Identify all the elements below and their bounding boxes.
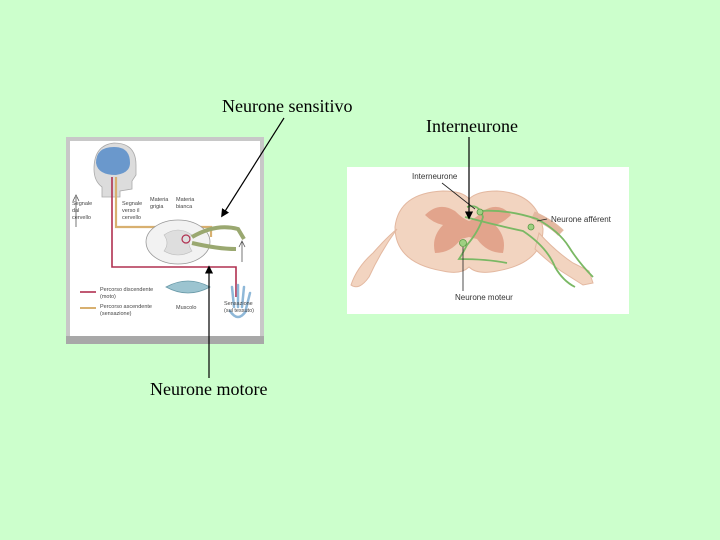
label-motor-neuron-fr: Neurone moteur [455, 293, 513, 302]
reflex-arc-figure: Segnale dal cervello Segnale verso il ce… [66, 137, 264, 344]
label-muscle: Muscolo [176, 305, 197, 311]
muscle-shape [165, 280, 211, 294]
spinal-cord-svg [347, 167, 629, 314]
label-interneurone: Interneurone [412, 172, 458, 181]
legend-ascending: Percorso ascendente (sensazione) [100, 304, 152, 317]
afferent-neuron-path [478, 209, 594, 278]
label-white-matter: Materia bianca [176, 197, 195, 210]
interneuron-cell [476, 208, 484, 216]
reflex-arc-svg [66, 137, 264, 344]
label-sensation: Sensazione (sul tessuto) [224, 301, 254, 314]
label-afferent-neuron: Neurone afférent [551, 215, 611, 224]
callout-interneuron: Interneurone [426, 116, 518, 136]
arrow-sensory-neuron [221, 117, 285, 218]
callout-motor-neuron: Neurone motore [150, 379, 268, 399]
callout-sensory-neuron: Neurone sensitivo [222, 96, 353, 116]
motor-neuron-cell [459, 239, 467, 247]
label-brain-signal: Segnale dal cervello [72, 201, 93, 221]
legend-descending: Percorso discendente (moto) [100, 287, 154, 300]
label-signal-to-brain: Segnale verso il cervello [122, 201, 143, 221]
spinal-cord-figure: Interneurone Neurone afférent Neurone mo… [347, 167, 629, 314]
label-grey-matter: Materia grigia [150, 197, 169, 210]
brain-shape [96, 147, 130, 175]
hand-icon [228, 283, 252, 319]
grey-matter [425, 206, 511, 253]
